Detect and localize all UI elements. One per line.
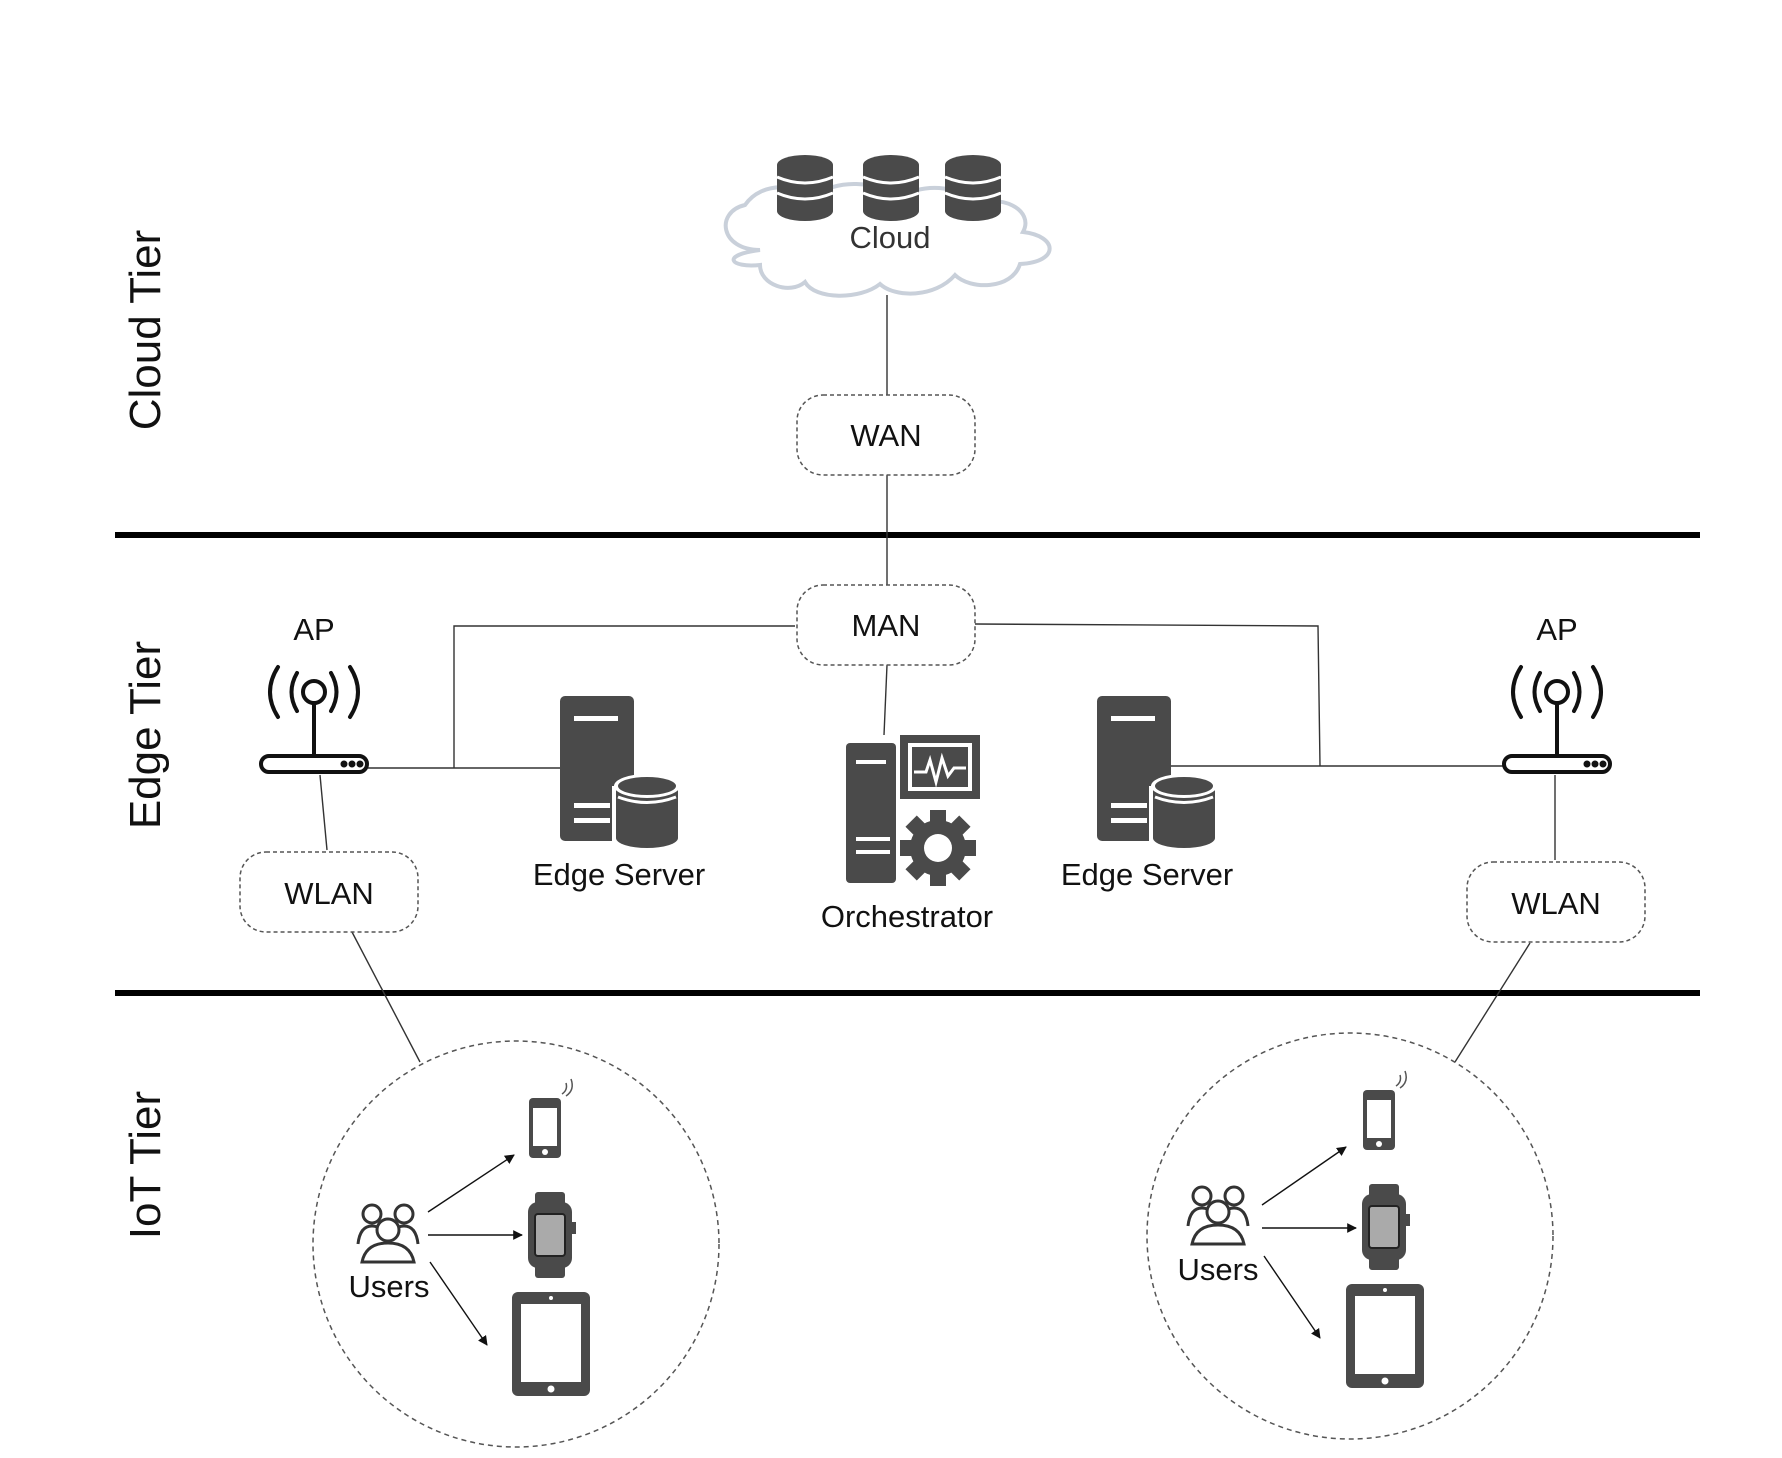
tablet-icon: [512, 1292, 590, 1396]
access-point-icon: [1502, 665, 1612, 774]
users-label-left: Users: [349, 1269, 430, 1304]
access-point-right: AP: [1502, 612, 1612, 774]
database-icon: [944, 155, 1002, 221]
wan-label: WAN: [850, 418, 921, 453]
access-point-icon: [259, 665, 369, 774]
iot-group-left: Users: [312, 1040, 720, 1448]
iot-group-right: Users: [1146, 1032, 1554, 1440]
edge-server-right: Edge Server: [1061, 696, 1233, 892]
ap-label-right: AP: [1536, 612, 1577, 647]
tablet-icon: [1346, 1284, 1424, 1388]
tier-label-edge: Edge Tier: [121, 641, 170, 829]
wlan-box-right: WLAN: [1466, 861, 1646, 943]
wlan-label-left: WLAN: [284, 876, 374, 911]
access-point-left: AP: [259, 612, 369, 774]
orchestrator-label: Orchestrator: [821, 899, 993, 934]
wan-box: WAN: [796, 394, 976, 476]
wlan-box-left: WLAN: [239, 851, 419, 933]
smartphone-icon: [529, 1078, 573, 1158]
users-icon: [1186, 1185, 1250, 1246]
edge-server-label-left: Edge Server: [533, 857, 705, 892]
users-label-right: Users: [1178, 1252, 1259, 1287]
cloud: Cloud: [723, 155, 1052, 298]
orchestrator-icon: [846, 733, 980, 886]
tier-label-cloud: Cloud Tier: [121, 230, 170, 431]
tier-label-iot: IoT Tier: [121, 1091, 170, 1239]
smartwatch-icon: [1362, 1184, 1410, 1270]
iot-boundary-left: [312, 1040, 720, 1448]
edge-server-icon: [1097, 696, 1219, 848]
man-label: MAN: [852, 608, 921, 643]
edge-server-icon: [560, 696, 682, 848]
database-icon: [862, 155, 920, 221]
edge-server-label-right: Edge Server: [1061, 857, 1233, 892]
users-icon: [356, 1203, 420, 1264]
smartwatch-icon: [528, 1192, 576, 1278]
database-icon: [776, 155, 834, 221]
smartphone-icon: [1363, 1070, 1407, 1150]
orchestrator: Orchestrator: [821, 733, 993, 934]
connection-lines: [319, 295, 1556, 1063]
cloud-label: Cloud: [850, 220, 931, 255]
edge-server-left: Edge Server: [533, 696, 705, 892]
iot-boundary-right: [1146, 1032, 1554, 1440]
ap-label-left: AP: [293, 612, 334, 647]
wlan-label-right: WLAN: [1511, 886, 1601, 921]
man-box: MAN: [796, 584, 976, 666]
